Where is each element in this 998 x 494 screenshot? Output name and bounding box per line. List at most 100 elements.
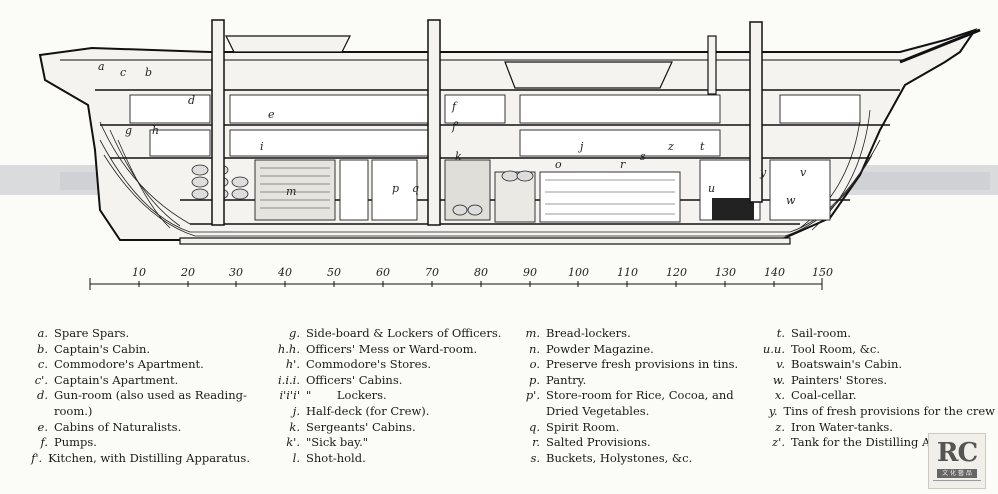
legend-text: Preserve fresh provisions in tins. bbox=[546, 357, 739, 372]
scale-tick: 40 bbox=[277, 266, 292, 279]
legend-key: j. bbox=[292, 403, 300, 418]
legend-key: u.u. bbox=[762, 341, 785, 356]
legend-item: h'.Commodore's Stores. bbox=[260, 357, 510, 373]
letter-y: y bbox=[759, 166, 767, 179]
legend-item: r.Salted Provisions. bbox=[510, 435, 760, 451]
watermark-logo: RC 文 化 藝 品 bbox=[928, 433, 986, 489]
legend-text: Shot-hold. bbox=[306, 450, 366, 465]
legend-item: k. Sergeants' Cabins. bbox=[260, 420, 510, 436]
letter-b: b bbox=[145, 66, 152, 79]
legend-key: f. bbox=[40, 435, 48, 450]
legend-key: q. bbox=[528, 419, 540, 434]
legend-key: e. bbox=[37, 419, 48, 434]
legend-text: Iron Water-tanks. bbox=[791, 419, 893, 434]
letter-j: j bbox=[577, 140, 584, 153]
scale-tick: 100 bbox=[568, 266, 589, 279]
legend-text: Boatswain's Cabin. bbox=[791, 357, 903, 372]
ship-cross-section: a c b d g h f e f' k j i p q m o r s t u… bbox=[0, 19, 998, 290]
legend-text: Bread-lockers. bbox=[546, 326, 631, 340]
masts bbox=[211, 19, 763, 226]
legend-key: n. bbox=[528, 341, 540, 356]
legend-text: Commodore's Apartment. bbox=[54, 357, 204, 372]
legend-item: m. Bread-lockers. bbox=[510, 326, 760, 342]
letter-z: z bbox=[667, 140, 674, 153]
legend-text: Painters' Stores. bbox=[791, 372, 888, 387]
scale-tick-labels: 10 20 30 40 50 60 70 80 90 100 110 120 1… bbox=[132, 266, 833, 279]
legend-key: w. bbox=[772, 372, 785, 387]
scale-tick: 120 bbox=[666, 266, 687, 279]
diagram-letter-labels: a c b d g h f e f' k j i p q m o r s t u… bbox=[98, 60, 807, 209]
legend-text: Spare Spars. bbox=[54, 326, 130, 340]
scale-tick: 70 bbox=[425, 266, 439, 279]
legend-text: Spirit Room. bbox=[546, 419, 620, 434]
legend-text: Gun-room (also used as Reading-room.) bbox=[54, 388, 247, 418]
legend-item: c'.Captain's Apartment. bbox=[20, 373, 250, 389]
letter-g: g bbox=[125, 124, 132, 137]
letter-r: r bbox=[620, 158, 626, 171]
legend-item: v. Boatswain's Cabin. bbox=[755, 357, 995, 373]
legend-key: k'. bbox=[286, 435, 300, 450]
legend-text: Side-board & Lockers of Officers. bbox=[306, 326, 502, 340]
legend-text: Tins of fresh provisions for the crew bbox=[783, 403, 995, 418]
scale-tick: 80 bbox=[474, 266, 488, 279]
legend-key: c. bbox=[37, 357, 48, 372]
legend-text: Commodore's Stores. bbox=[306, 357, 432, 372]
legend-item: h.h.Officers' Mess or Ward-room. bbox=[260, 342, 510, 358]
legend-item: z'.Tank for the Distilling Appa bbox=[755, 435, 995, 451]
legend-item: n. Powder Magazine. bbox=[510, 342, 760, 358]
legend-key: z. bbox=[775, 419, 785, 434]
legend-key: k. bbox=[289, 419, 300, 434]
legend-item: z. Iron Water-tanks. bbox=[755, 420, 995, 436]
legend-key: i.i.i. bbox=[277, 372, 300, 387]
legend-item: a. Spare Spars. bbox=[20, 326, 250, 342]
legend-item: o. Preserve fresh provisions in tins. bbox=[510, 357, 760, 373]
legend-key: v. bbox=[776, 357, 785, 372]
legend-text: Kitchen, with Distilling Apparatus. bbox=[48, 450, 250, 465]
scale-tick: 20 bbox=[180, 266, 195, 279]
legend-text: Store-room for Rice, Cocoa, and Dried Ve… bbox=[546, 388, 734, 418]
legend-item: i.i.i.Officers' Cabins. bbox=[260, 373, 510, 389]
letter-x: x bbox=[728, 196, 735, 209]
letter-e: e bbox=[268, 108, 275, 121]
legend-text: Coal-cellar. bbox=[791, 388, 857, 403]
letter-v: v bbox=[800, 166, 807, 179]
legend-text: Pumps. bbox=[54, 435, 97, 450]
letter-c: c bbox=[120, 66, 126, 79]
legend-item: b.Captain's Cabin. bbox=[20, 342, 250, 358]
legend-key: i'i'i' bbox=[279, 388, 300, 403]
logo-subtext: 文 化 藝 品 bbox=[937, 469, 977, 478]
legend-item: q. Spirit Room. bbox=[510, 420, 760, 436]
legend-key: g. bbox=[288, 326, 300, 340]
logo-rule bbox=[933, 480, 981, 485]
legend-item: k'."Sick bay." bbox=[260, 435, 510, 451]
letter-f-prime: f' bbox=[451, 120, 459, 133]
legend-key: o. bbox=[529, 357, 540, 372]
legend-key: t. bbox=[776, 326, 785, 340]
hull-planking bbox=[99, 109, 881, 237]
legend-item: f'.Kitchen, with Distilling Apparatus. bbox=[20, 451, 250, 467]
letter-o: o bbox=[555, 158, 562, 171]
legend-item: i'i'i' " Lockers. bbox=[260, 388, 510, 404]
legend-text: Half-deck (for Crew). bbox=[306, 403, 430, 418]
letter-k: k bbox=[455, 150, 462, 163]
legend-key: p. bbox=[528, 372, 540, 387]
legend-text: Tool Room, &c. bbox=[791, 341, 881, 356]
legend-key: x. bbox=[774, 388, 785, 403]
legend-text: Powder Magazine. bbox=[546, 341, 654, 356]
legend-item: w. Painters' Stores. bbox=[755, 373, 995, 389]
legend-item: f. Pumps. bbox=[20, 435, 250, 451]
legend-key: a. bbox=[37, 326, 48, 340]
legend-text: Sail-room. bbox=[791, 326, 851, 340]
letter-s: s bbox=[640, 150, 646, 163]
letter-f: f bbox=[451, 100, 458, 113]
scale-bar bbox=[89, 278, 823, 290]
legend-item: j. Half-deck (for Crew). bbox=[260, 404, 510, 420]
legend-key: m. bbox=[525, 326, 540, 340]
legend-item: x. Coal-cellar. bbox=[755, 388, 995, 404]
scale-tick: 110 bbox=[617, 266, 638, 279]
letter-i: i bbox=[260, 140, 264, 153]
legend-text: " Lockers. bbox=[306, 388, 387, 403]
legend-text: Sergeants' Cabins. bbox=[306, 419, 416, 434]
letter-u: u bbox=[708, 182, 715, 195]
scale-tick: 10 bbox=[132, 266, 146, 279]
